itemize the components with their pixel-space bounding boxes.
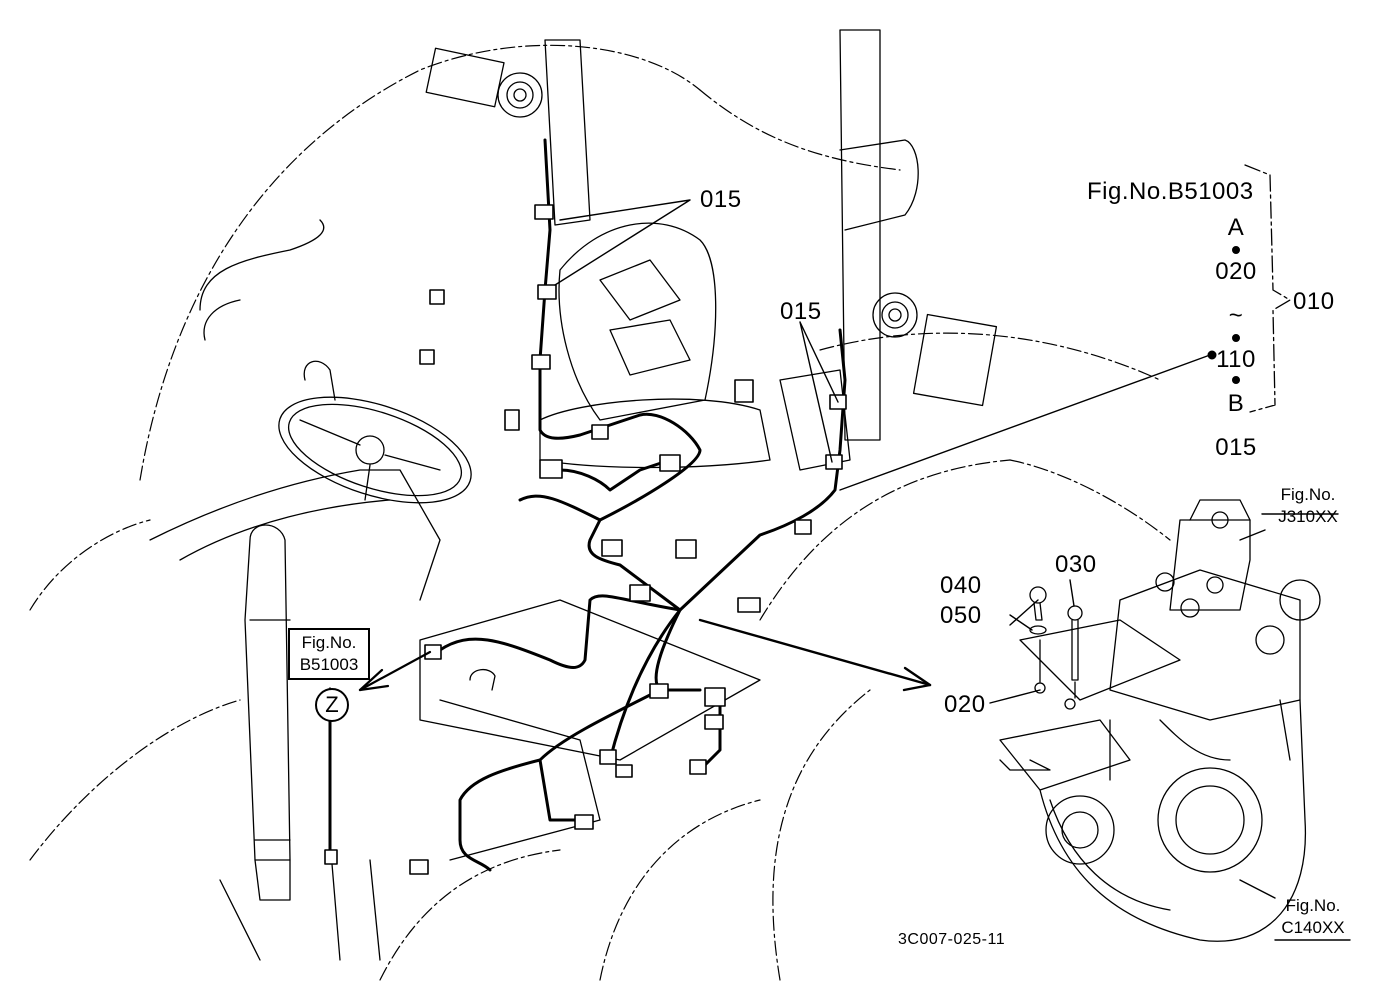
- wiring-harness: [328, 138, 847, 872]
- callout-020: 020: [944, 691, 986, 718]
- connectors: [324, 204, 847, 875]
- ref-row-020: 020: [1215, 258, 1257, 285]
- fig-ref-c140-line2: C140XX: [1281, 918, 1345, 937]
- fig-ref-box-b51003: Fig.No. B51003: [288, 628, 370, 680]
- ref-row-a: A: [1227, 214, 1245, 241]
- fig-ref-j310xx: Fig.No. J310XX: [1268, 484, 1348, 528]
- fig-ref-box-line2: B51003: [299, 655, 359, 674]
- callout-010: 010: [1293, 288, 1335, 315]
- callout-015-mid: 015: [780, 298, 822, 325]
- transmission-assembly: [999, 499, 1321, 942]
- ref-row-tilde: ~: [1228, 302, 1244, 329]
- reference-bracket: [1244, 164, 1291, 413]
- fig-ref-j310-line1: Fig.No.: [1280, 485, 1336, 504]
- ref-fig-title: Fig.No.B51003: [1087, 178, 1254, 205]
- arrow-to-z: [358, 650, 432, 692]
- drawing-number: 3C007-025-11: [898, 931, 1006, 948]
- fig-ref-box-line1: Fig.No.: [301, 633, 357, 652]
- arrow-to-020: [698, 618, 932, 692]
- ref-row-110: 110: [1216, 346, 1256, 373]
- z-marker: Z: [315, 688, 349, 722]
- callout-015-top: 015: [700, 186, 742, 213]
- tractor-outline: [29, 44, 1171, 981]
- callout-040: 040: [940, 572, 982, 599]
- ref-row-015: 015: [1215, 434, 1257, 461]
- fig-ref-c140xx: Fig.No. C140XX: [1272, 895, 1354, 939]
- callout-050: 050: [940, 602, 982, 629]
- reference-block: A 020 ~ 110 B 015: [1196, 206, 1276, 470]
- fig-ref-j310-line2: J310XX: [1278, 507, 1338, 526]
- leader-lines: [329, 199, 1276, 899]
- ref-row-b: B: [1227, 390, 1245, 417]
- callout-030: 030: [1055, 551, 1097, 578]
- fig-ref-c140-line1: Fig.No.: [1285, 896, 1341, 915]
